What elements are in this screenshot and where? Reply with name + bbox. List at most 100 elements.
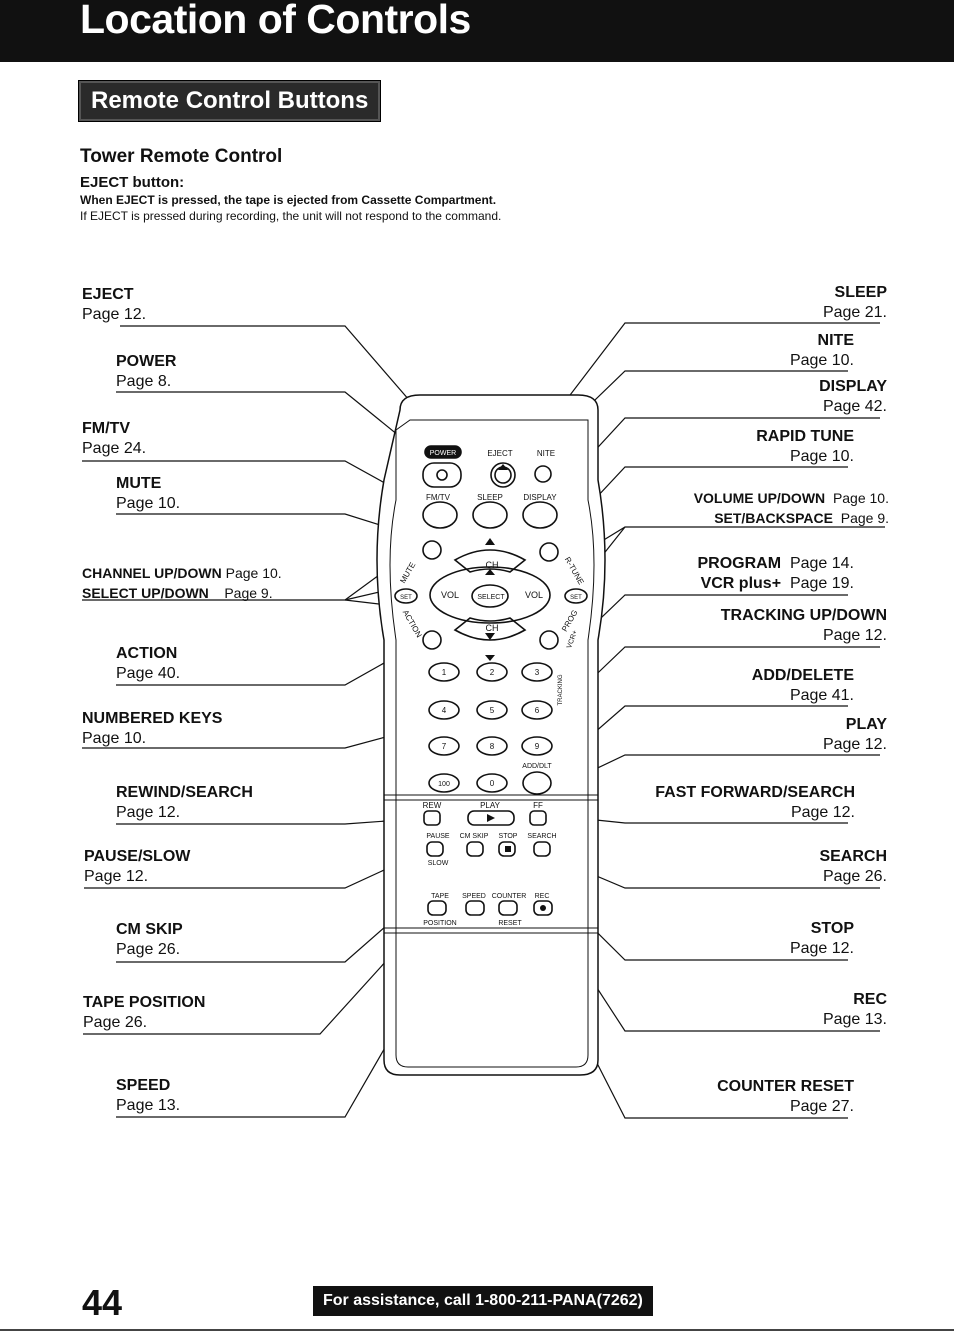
stop-icon — [505, 846, 511, 852]
section-title: Remote Control Buttons — [91, 87, 369, 114]
remote-text-slow: SLOW — [428, 860, 449, 867]
leader-rewind — [116, 817, 429, 825]
key-5 — [476, 700, 508, 720]
rapid-tune-button — [539, 542, 559, 562]
leader-pause — [84, 847, 433, 889]
assistance-banner: For assistance, call 1-800-211-PANA(7262… — [313, 1286, 653, 1316]
action-button — [422, 630, 442, 650]
leader-program — [577, 594, 848, 641]
remote-text-position: POSITION — [423, 920, 456, 927]
remote-text-set-left: SET — [400, 595, 412, 601]
power-icon — [436, 469, 448, 481]
key-2 — [476, 662, 508, 682]
subtitle: Tower Remote Control — [80, 146, 283, 167]
play-icon — [487, 814, 495, 822]
remote-text-key-100: 100 — [438, 781, 450, 788]
remote-text-speed: SPEED — [462, 893, 486, 900]
remote-text-key-8: 8 — [490, 742, 495, 751]
section-banner: Remote Control Buttons — [78, 80, 382, 122]
remote-text-vol-right: VOL — [525, 590, 543, 600]
ch-down-arrow-inner — [485, 633, 495, 640]
page-number: 44 — [82, 1282, 123, 1323]
leader-tracking — [579, 646, 880, 691]
leader-numbered-keys — [82, 724, 431, 749]
key-9 — [521, 736, 553, 756]
counter-button — [498, 900, 518, 916]
nite-button — [534, 465, 552, 483]
leader-power — [116, 391, 426, 458]
remote-text-set-right: SET — [570, 595, 582, 601]
stop-button — [498, 841, 516, 857]
key-6 — [521, 700, 553, 720]
remote-text-eject: EJECT — [487, 449, 512, 458]
search-button — [533, 841, 551, 857]
leader-channel-a — [82, 544, 421, 601]
key-0 — [476, 773, 508, 793]
remote-text-sleep: SLEEP — [477, 493, 503, 502]
remote-text-key-2: 2 — [490, 668, 495, 677]
remote-text-ff: FF — [533, 801, 543, 810]
tape-position-button — [427, 900, 447, 916]
ch-up-arrow-inner — [485, 569, 495, 575]
key-1 — [428, 662, 460, 682]
eject-heading: EJECT button: — [80, 174, 185, 191]
rec-icon — [540, 905, 546, 911]
remote-text-tracking: TRACKING — [558, 674, 564, 705]
rew-button — [423, 810, 441, 826]
remote-text-vol-left: VOL — [441, 590, 459, 600]
select-button — [471, 584, 509, 608]
remote-text-ch-bottom: CH — [486, 623, 499, 633]
power-button — [422, 462, 462, 488]
key-8 — [476, 736, 508, 756]
remote-text-play: PLAY — [480, 801, 501, 810]
fmtv-button — [422, 501, 458, 529]
label-program: PROGRAM Page 14. VCR plus+ Page 19. — [697, 555, 854, 592]
key-4 — [428, 700, 460, 720]
mute-button — [422, 540, 442, 560]
leader-action — [116, 639, 426, 686]
key-100 — [428, 773, 460, 793]
remote-text-key-4: 4 — [442, 706, 447, 715]
leader-fmtv — [82, 460, 413, 499]
remote-text-tape: TAPE — [431, 893, 449, 900]
remote-text-adddlt: ADD/DLT — [522, 763, 552, 770]
set-right-button — [564, 588, 588, 604]
page-header: Location of Controls — [0, 0, 954, 62]
remote-text-key-1: 1 — [442, 668, 447, 677]
remote-text-cmskip: CM SKIP — [460, 833, 489, 840]
eject-arrow — [498, 464, 508, 470]
remote-text-key-6: 6 — [535, 706, 540, 715]
cm-skip-button — [466, 841, 484, 857]
remote-text-counter: COUNTER — [492, 893, 527, 900]
rec-button — [533, 900, 553, 916]
remote-text-rec: REC — [535, 893, 550, 900]
remote-text-display: DISPLAY — [523, 493, 557, 502]
display-button — [522, 501, 558, 529]
eject-note-2: If EJECT is pressed during recording, th… — [80, 209, 502, 223]
power-badge — [424, 445, 462, 459]
remote-text-pause: PAUSE — [426, 833, 450, 840]
remote-text-fmtv: FM/TV — [426, 493, 451, 502]
remote-text-power: POWER — [430, 450, 456, 457]
remote-text-select: SELECT — [477, 594, 505, 601]
label-volume: VOLUME UP/DOWN Page 10. SET/BACKSPACE Pa… — [693, 490, 889, 526]
